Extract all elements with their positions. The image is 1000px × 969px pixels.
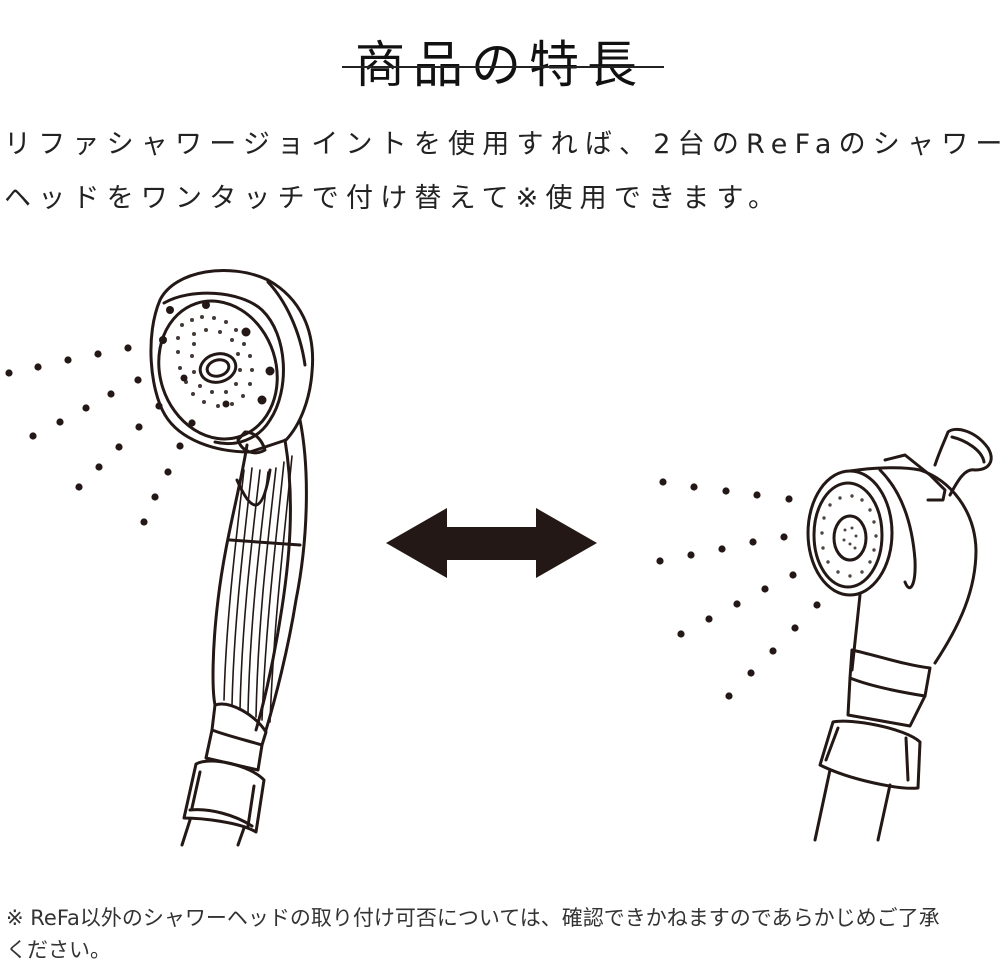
swap-double-arrow-icon [386,508,597,578]
product-illustration [0,240,1000,850]
lead-line-1: リファシャワージョイントを使用すれば、2台のReFaのシャワー [4,129,1000,160]
handheld-shower-head-icon [5,269,315,847]
water-spray-left-icon [5,344,196,526]
footnote-line-1: ※ ReFa以外のシャワーヘッドの取り付け可否については、確認できかねますのであ… [6,906,940,930]
footnote: ※ ReFa以外のシャワーヘッドの取り付け可否については、確認できかねますのであ… [6,902,1000,966]
page-title: 商品の特長 [355,35,645,94]
compact-shower-head-icon [656,427,993,842]
lead-line-2: ヘッドをワンタッチで付け替えて※使用できます。 [4,183,783,214]
water-spray-right-icon [656,478,821,700]
title-underline [342,66,664,68]
footnote-line-2: ください。 [6,938,111,962]
lead-paragraph: リファシャワージョイントを使用すれば、2台のReFaのシャワー ヘッドをワンタッ… [4,118,1000,226]
